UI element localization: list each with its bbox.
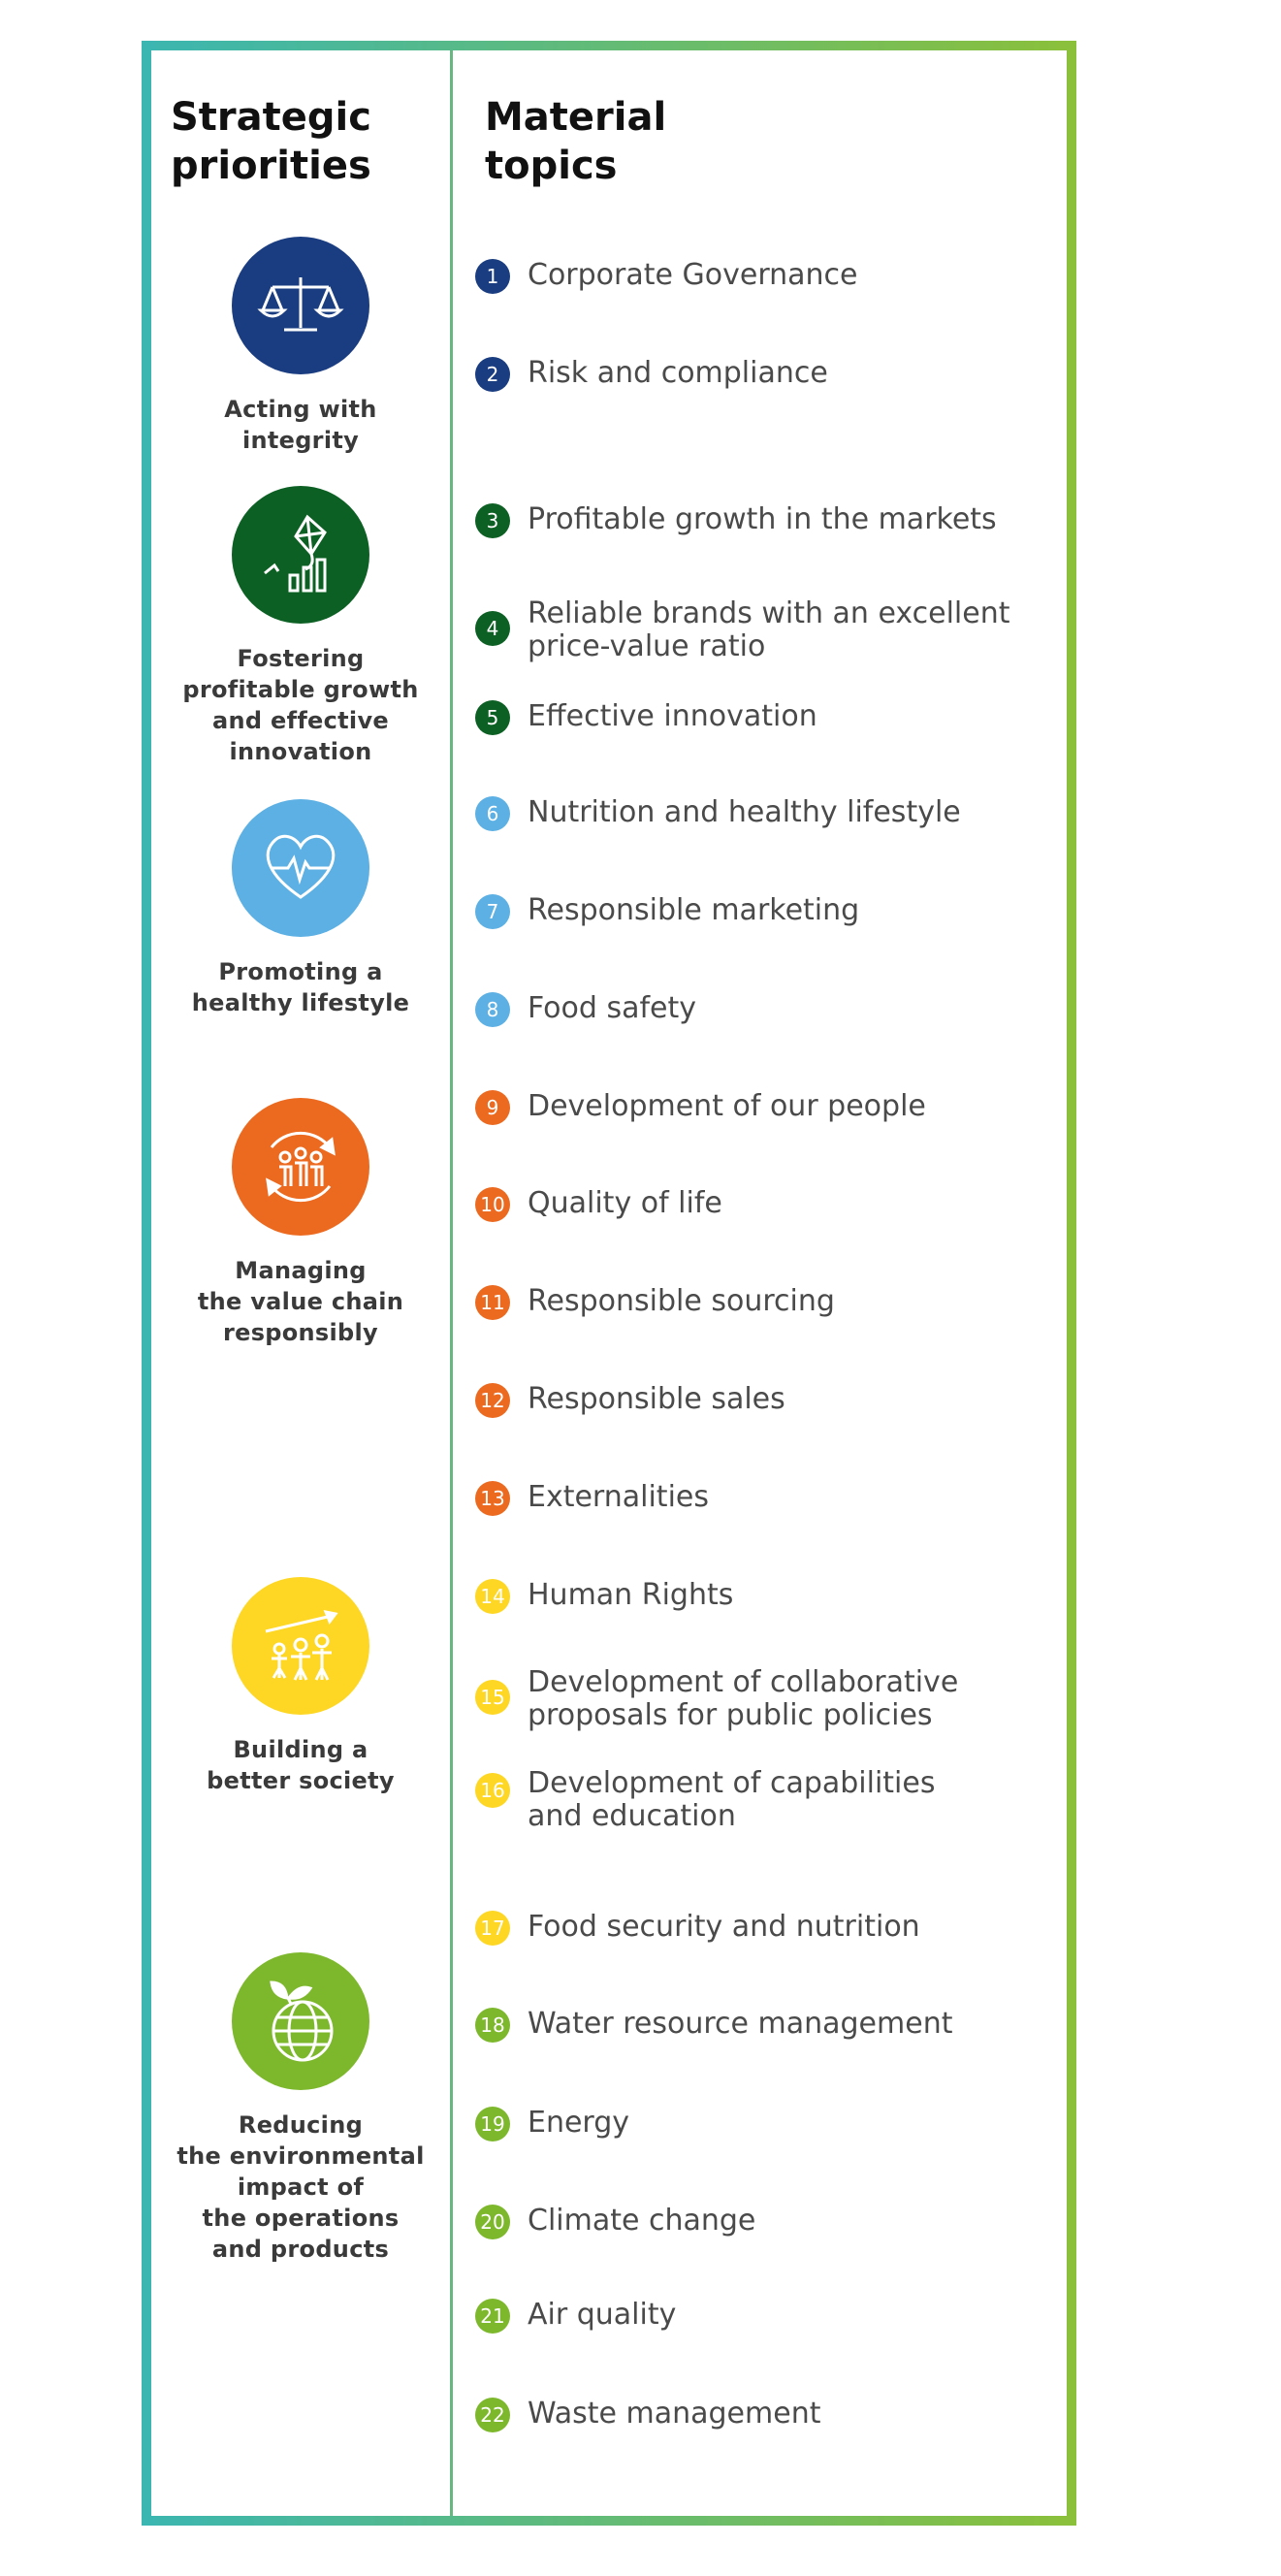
priority-value-chain: Managing the value chain responsibly bbox=[151, 1098, 450, 1348]
topic-item: 16 Development of capabilities and educat… bbox=[475, 1767, 935, 1833]
kite-growth-icon bbox=[264, 514, 327, 593]
scales-icon bbox=[257, 277, 344, 332]
topic-text: Development of our people bbox=[528, 1089, 926, 1123]
topic-number-badge: 2 bbox=[475, 357, 510, 392]
topic-item: 7 Responsible marketing bbox=[475, 894, 859, 929]
topic-number-badge: 1 bbox=[475, 259, 510, 294]
topic-text: Water resource management bbox=[528, 2007, 953, 2041]
topic-text: Development of collaborative proposals f… bbox=[528, 1665, 959, 1732]
priority-label: Fostering profitable growth and effectiv… bbox=[182, 645, 419, 765]
topic-item: 22 Waste management bbox=[475, 2398, 820, 2432]
topic-number-badge: 7 bbox=[475, 894, 510, 929]
topic-number-badge: 17 bbox=[475, 1911, 510, 1946]
topic-number-badge: 3 bbox=[475, 503, 510, 538]
topic-number-badge: 21 bbox=[475, 2299, 510, 2334]
topic-text: Food security and nutrition bbox=[528, 1910, 920, 1944]
topic-number-badge: 11 bbox=[475, 1285, 510, 1320]
column-divider bbox=[450, 50, 453, 2516]
priority-label: Managing the value chain responsibly bbox=[197, 1257, 404, 1346]
topic-item: 11 Responsible sourcing bbox=[475, 1285, 835, 1320]
topic-item: 13 Externalities bbox=[475, 1481, 709, 1516]
topic-number-badge: 15 bbox=[475, 1680, 510, 1715]
heart-pulse-icon bbox=[266, 834, 336, 899]
topic-number-badge: 18 bbox=[475, 2008, 510, 2043]
priority-circle bbox=[232, 1952, 369, 2090]
topic-text: Air quality bbox=[528, 2298, 677, 2332]
topic-number-badge: 8 bbox=[475, 992, 510, 1027]
topic-text: Waste management bbox=[528, 2397, 821, 2431]
diagram-frame: Strategic priorities Material topics Act… bbox=[142, 41, 1076, 2526]
topic-item: 12 Responsible sales bbox=[475, 1383, 785, 1418]
priority-circle bbox=[232, 1577, 369, 1715]
topic-text: Food safety bbox=[528, 991, 697, 1025]
topic-item: 20 Climate change bbox=[475, 2205, 755, 2239]
priority-fostering-growth: Fostering profitable growth and effectiv… bbox=[151, 486, 450, 767]
topic-item: 1 Corporate Governance bbox=[475, 259, 858, 294]
topic-number-badge: 16 bbox=[475, 1773, 510, 1808]
priority-environmental-impact: Reducing the environmental impact of the… bbox=[151, 1952, 450, 2265]
strategic-priorities-heading: Strategic priorities bbox=[171, 95, 371, 188]
topic-number-badge: 20 bbox=[475, 2205, 510, 2239]
priority-label: Building a better society bbox=[207, 1736, 395, 1794]
priority-circle bbox=[232, 799, 369, 937]
topic-item: 5 Effective innovation bbox=[475, 700, 817, 735]
priority-circle bbox=[232, 237, 369, 374]
topic-text: Human Rights bbox=[528, 1578, 734, 1612]
topic-item: 3 Profitable growth in the markets bbox=[475, 503, 997, 538]
topic-item: 18 Water resource management bbox=[475, 2008, 952, 2043]
topic-item: 2 Risk and compliance bbox=[475, 357, 828, 392]
priority-circle bbox=[232, 486, 369, 624]
topic-text: Responsible marketing bbox=[528, 893, 860, 927]
topic-number-badge: 6 bbox=[475, 796, 510, 831]
topic-text: Responsible sales bbox=[528, 1382, 785, 1416]
priority-acting-with-integrity: Acting with integrity bbox=[151, 237, 450, 456]
topic-number-badge: 12 bbox=[475, 1383, 510, 1418]
topic-item: 8 Food safety bbox=[475, 992, 696, 1027]
topic-text: Climate change bbox=[528, 2204, 756, 2238]
topic-number-badge: 10 bbox=[475, 1187, 510, 1222]
topic-text: Quality of life bbox=[528, 1186, 722, 1220]
priority-healthy-lifestyle: Promoting a healthy lifestyle bbox=[151, 799, 450, 1018]
topic-item: 6 Nutrition and healthy lifestyle bbox=[475, 796, 961, 831]
priority-circle bbox=[232, 1098, 369, 1236]
people-cycle-icon bbox=[266, 1131, 336, 1203]
diagram-panel: Strategic priorities Material topics Act… bbox=[151, 50, 1067, 2516]
topic-text: Development of capabilities and educatio… bbox=[528, 1766, 936, 1833]
material-topics-heading: Material topics bbox=[485, 95, 667, 188]
priority-label: Reducing the environmental impact of the… bbox=[176, 2111, 425, 2263]
topic-text: Responsible sourcing bbox=[528, 1284, 835, 1318]
topic-text: Effective innovation bbox=[528, 699, 817, 733]
topic-item: 17 Food security and nutrition bbox=[475, 1911, 920, 1946]
topic-number-badge: 4 bbox=[475, 611, 510, 646]
topic-item: 21 Air quality bbox=[475, 2299, 676, 2334]
priority-label: Acting with integrity bbox=[224, 396, 377, 454]
topic-item: 4 Reliable brands with an excellent price… bbox=[475, 597, 1010, 663]
topic-text: Profitable growth in the markets bbox=[528, 502, 997, 536]
topic-text: Nutrition and healthy lifestyle bbox=[528, 795, 961, 829]
priority-label: Promoting a healthy lifestyle bbox=[191, 958, 410, 1016]
topic-item: 9 Development of our people bbox=[475, 1090, 926, 1125]
topic-item: 10 Quality of life bbox=[475, 1187, 722, 1222]
topic-text: Risk and compliance bbox=[528, 356, 828, 390]
topic-number-badge: 13 bbox=[475, 1481, 510, 1516]
topic-number-badge: 5 bbox=[475, 700, 510, 735]
topic-number-badge: 22 bbox=[475, 2398, 510, 2432]
topic-text: Energy bbox=[528, 2106, 630, 2140]
topic-text: Reliable brands with an excellent price-… bbox=[528, 596, 1010, 663]
topic-number-badge: 9 bbox=[475, 1090, 510, 1125]
priority-better-society: Building a better society bbox=[151, 1577, 450, 1796]
globe-leaf-icon bbox=[270, 1980, 334, 2062]
people-growth-icon bbox=[265, 1609, 338, 1681]
topic-number-badge: 19 bbox=[475, 2107, 510, 2141]
topic-item: 15 Development of collaborative proposals… bbox=[475, 1666, 958, 1732]
topic-text: Corporate Governance bbox=[528, 258, 858, 292]
topic-number-badge: 14 bbox=[475, 1579, 510, 1614]
topic-item: 19 Energy bbox=[475, 2107, 629, 2141]
topic-item: 14 Human Rights bbox=[475, 1579, 733, 1614]
topic-text: Externalities bbox=[528, 1480, 709, 1514]
